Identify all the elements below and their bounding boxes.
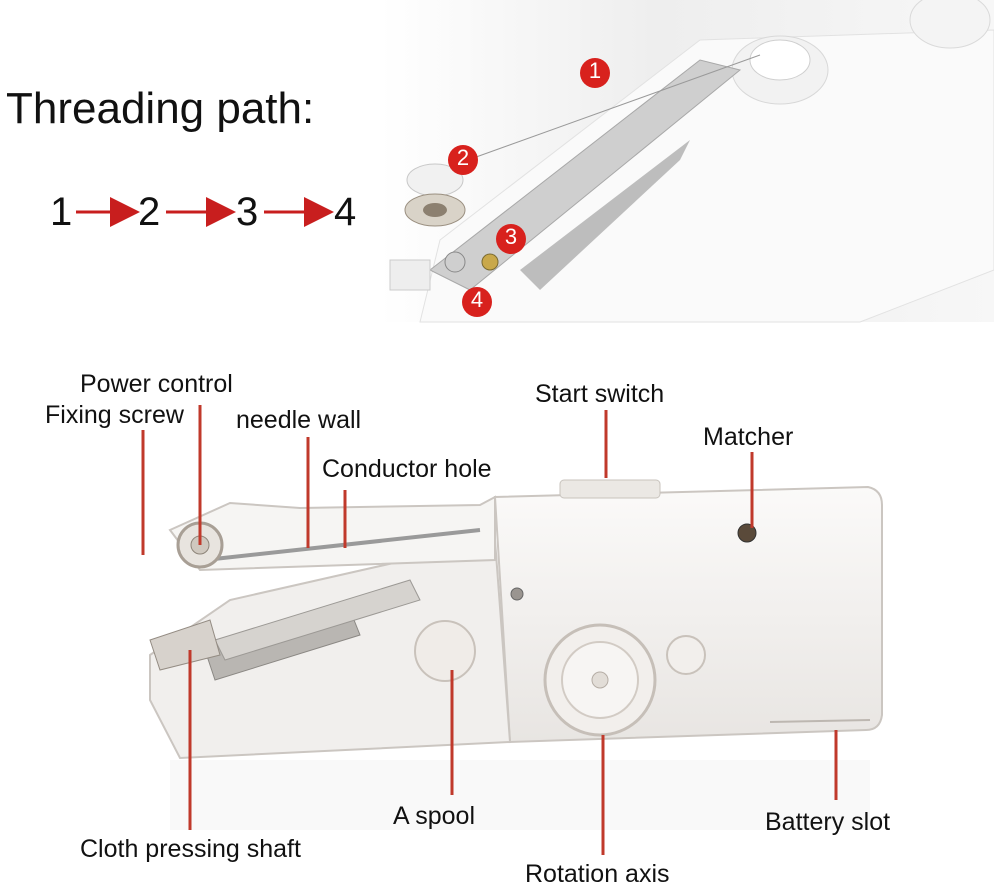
step-1: 1 — [50, 190, 73, 234]
marker-3 — [496, 224, 526, 254]
label-matcher: Matcher — [703, 423, 794, 451]
marker-4 — [462, 287, 492, 317]
marker-1 — [580, 58, 610, 88]
step-2: 2 — [138, 190, 161, 234]
leader-lines — [141, 405, 838, 855]
label-start-switch: Start switch — [535, 380, 665, 408]
marker-3-label: 3 — [504, 224, 518, 249]
threading-title: Threading path: — [6, 84, 315, 133]
marker-2-label: 2 — [456, 145, 470, 170]
threading-markers — [448, 58, 610, 317]
label-power-control: Power control — [80, 370, 233, 398]
label-cloth-pressing-shaft: Cloth pressing shaft — [80, 835, 301, 863]
step-3: 3 — [236, 190, 259, 234]
label-battery-slot: Battery slot — [765, 808, 891, 836]
step-4: 4 — [334, 190, 357, 234]
marker-4-label: 4 — [470, 287, 484, 312]
label-rotation-axis: Rotation axis — [525, 860, 670, 888]
label-a-spool: A spool — [393, 802, 476, 830]
label-conductor-hole: Conductor hole — [322, 455, 492, 483]
sewing-machine-photo — [149, 479, 883, 830]
label-fixing-screw: Fixing screw — [45, 401, 184, 429]
threading-closeup-photo — [380, 0, 994, 323]
label-needle-wall: needle wall — [236, 406, 362, 434]
marker-1-label: 1 — [588, 58, 602, 83]
marker-2 — [448, 145, 478, 175]
